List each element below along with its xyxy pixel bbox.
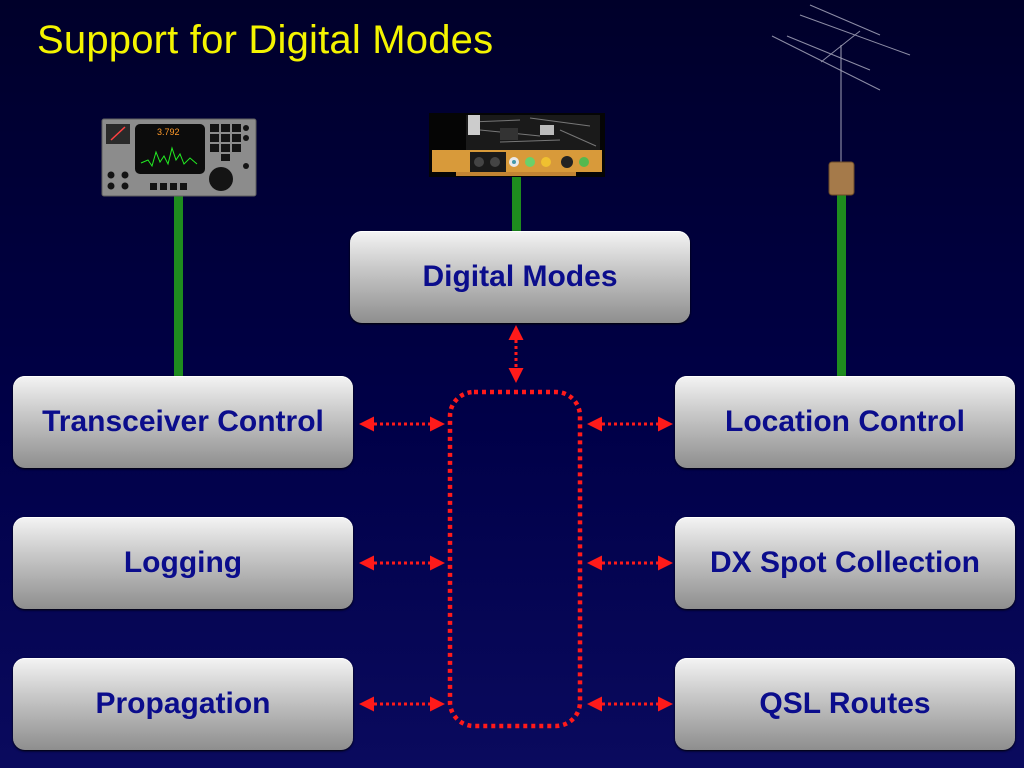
radio-wire xyxy=(174,196,183,376)
antenna-wire xyxy=(837,194,846,376)
digital-modes-box: Digital Modes xyxy=(350,231,690,323)
slide-title: Support for Digital Modes xyxy=(37,18,494,62)
frequency-readout: 3.792 xyxy=(157,127,180,137)
soundcard-icon xyxy=(429,113,605,177)
transceiver-icon: 3.792 xyxy=(101,118,257,197)
integration-hub xyxy=(447,389,583,729)
transceiver-control-box: Transceiver Control xyxy=(13,376,353,468)
location-control-box: Location Control xyxy=(675,376,1015,468)
logging-box: Logging xyxy=(13,517,353,609)
qsl-routes-box: QSL Routes xyxy=(675,658,1015,750)
yagi-antenna-icon xyxy=(771,4,911,196)
propagation-box: Propagation xyxy=(13,658,353,750)
soundcard-wire xyxy=(512,176,521,232)
dx-spot-collection-box: DX Spot Collection xyxy=(675,517,1015,609)
